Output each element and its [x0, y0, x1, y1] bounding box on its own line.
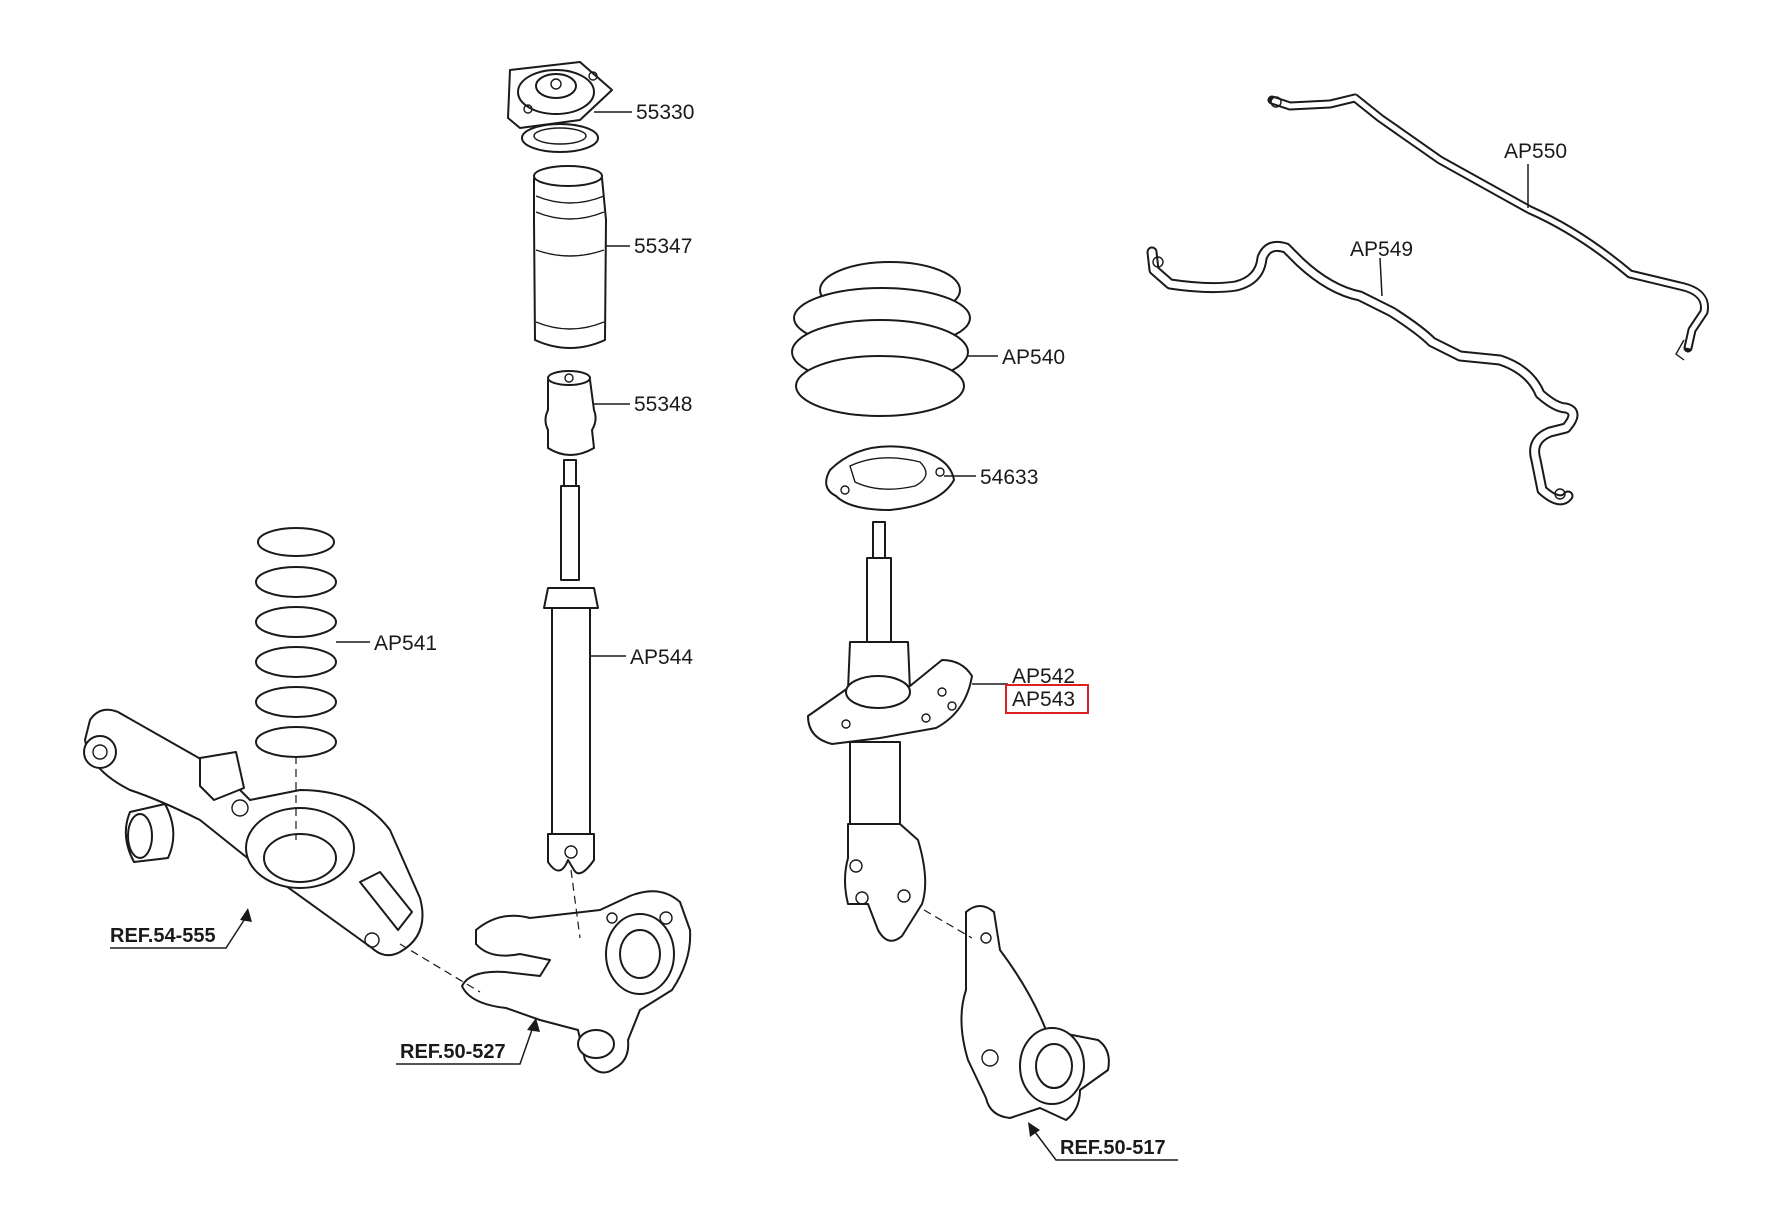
rear-lower-arm	[83, 708, 424, 957]
leader-lines	[336, 111, 1529, 685]
label-AP549: AP549	[1350, 238, 1413, 261]
highlight-box-AP543	[1005, 684, 1089, 714]
ref-54-555: REF.54-555	[110, 925, 216, 947]
assembly-axes	[295, 756, 973, 993]
front-knuckle	[960, 905, 1110, 1121]
rear-shock-absorber-AP544	[543, 459, 599, 875]
ref-50-517: REF.50-517	[1060, 1137, 1166, 1159]
label-55348: 55348	[634, 393, 692, 416]
ref-arrows	[110, 908, 1178, 1161]
part-labels: 55330 55347 55348 AP544 AP541 AP540 5463…	[374, 101, 1567, 714]
rear-coil-spring-AP541	[255, 527, 337, 758]
label-55330: 55330	[636, 101, 694, 124]
label-AP542: AP542	[1012, 665, 1075, 688]
front-coil-spring-AP540	[791, 261, 971, 417]
front-stabilizer-bar-AP549	[1146, 240, 1579, 506]
label-AP543: AP543	[1012, 688, 1075, 711]
label-55347: 55347	[634, 235, 692, 258]
rear-bump-stopper-55348	[544, 370, 597, 456]
label-AP540: AP540	[1002, 346, 1065, 369]
rear-knuckle	[461, 890, 692, 1074]
reference-labels: REF.54-555 REF.50-527 REF.50-517	[110, 925, 1166, 1159]
front-spring-seat-54633	[825, 445, 955, 511]
label-54633: 54633	[980, 466, 1038, 489]
rear-dust-cover-55347	[533, 165, 607, 349]
rear-stabilizer-bar-AP550	[1267, 93, 1709, 361]
front-strut-AP542-AP543	[807, 521, 973, 942]
label-AP550: AP550	[1504, 140, 1567, 163]
rear-shock-mount-55330	[507, 61, 613, 153]
ref-50-527: REF.50-527	[400, 1041, 506, 1063]
label-AP541: AP541	[374, 632, 437, 655]
label-AP544: AP544	[630, 646, 693, 669]
